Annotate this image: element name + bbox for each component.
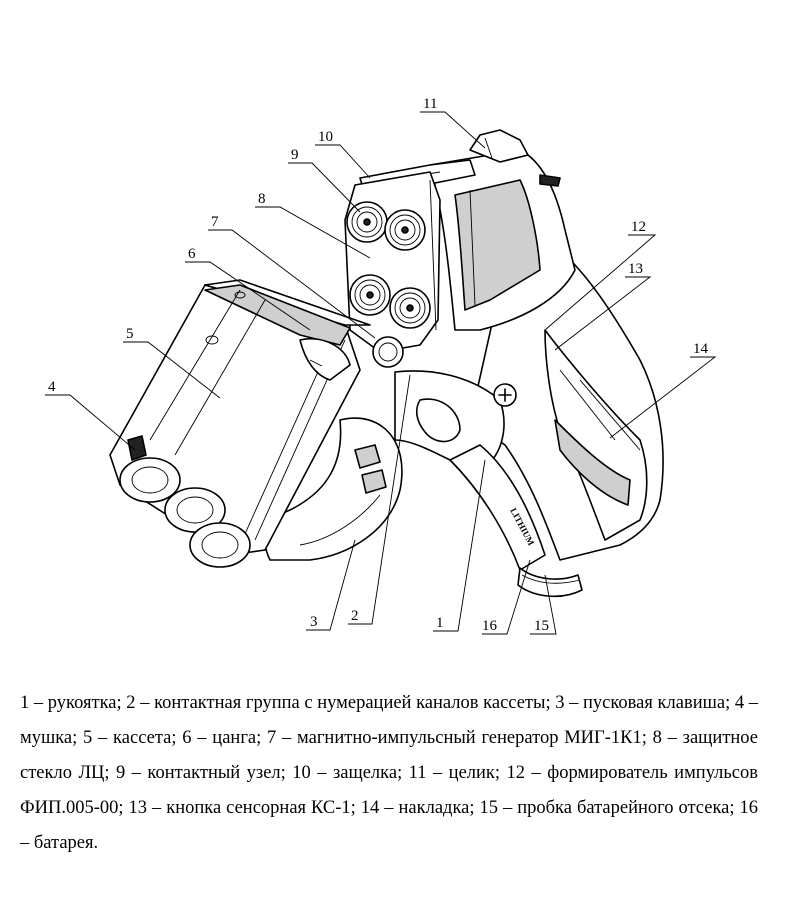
pulse-generator-knob [372,336,404,368]
label-11: 11 [423,96,437,112]
callout-labels: 11 10 9 8 7 6 5 4 12 13 14 3 2 1 16 15 [48,96,709,634]
label-16: 16 [482,618,498,634]
label-1: 1 [436,615,444,631]
label-5: 5 [126,326,134,342]
label-8: 8 [258,191,266,207]
lower-frame: LITHIUM [394,370,583,598]
contact-unit [389,287,431,329]
label-6: 6 [188,246,196,262]
contact-unit [346,201,388,243]
contact-unit [349,274,391,316]
label-7: 7 [211,214,219,230]
label-10: 10 [318,129,333,145]
label-14: 14 [693,341,709,357]
trigger-guard [264,417,403,561]
label-9: 9 [291,147,299,163]
label-4: 4 [48,379,56,395]
label-15: 15 [534,618,549,634]
label-13: 13 [628,261,643,277]
cassette [109,279,371,568]
contact-unit [384,209,426,251]
figure-caption: 1 – рукоятка; 2 – контактная группа с ну… [20,693,758,853]
label-12: 12 [631,219,646,235]
contact-units [346,201,431,329]
label-2: 2 [351,608,359,624]
label-3: 3 [310,614,318,630]
device-drawing: LITHIUM [45,96,717,635]
leader-lines [45,111,717,635]
